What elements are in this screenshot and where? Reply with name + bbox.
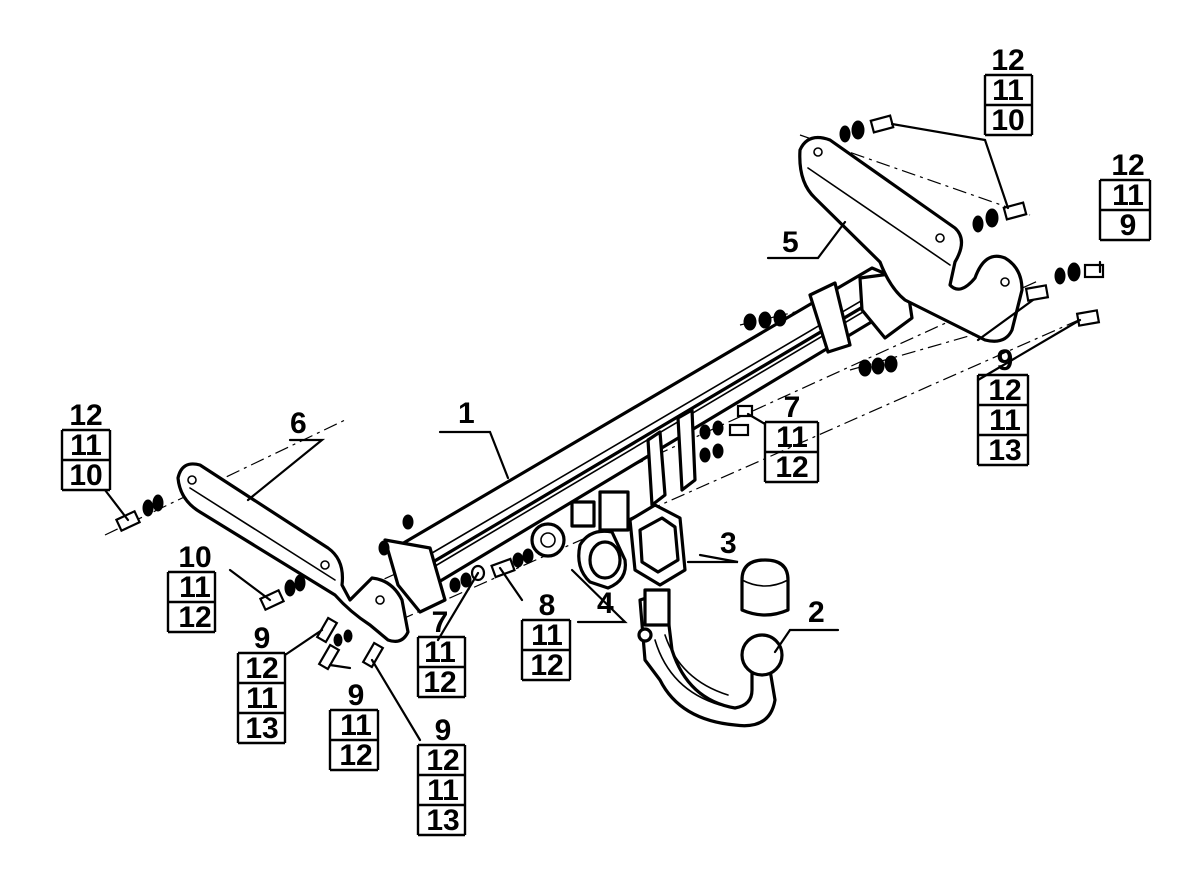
stack_l-item-1: 11 (70, 429, 102, 462)
stack_l2-item-1: 11 (179, 571, 211, 604)
stack_b3-item-1: 12 (426, 744, 459, 777)
stack_b3-item-2: 11 (427, 774, 459, 807)
callout-4: 4 (597, 587, 614, 620)
stack_b7-item-2: 12 (423, 666, 456, 699)
callout-6: 6 (290, 407, 307, 440)
stack_r9-item-2: 11 (989, 404, 1021, 437)
stack_b7-item-0: 7 (432, 606, 449, 639)
stack_l-item-2: 10 (69, 459, 102, 492)
stack_r9-item-0: 9 (997, 344, 1014, 377)
stack_b2-item-2: 12 (339, 739, 372, 772)
fasteners (114, 114, 1105, 671)
callout-3: 3 (720, 527, 737, 560)
stack_b8-item-0: 8 (539, 589, 556, 622)
stack_r7-item-0: 7 (784, 391, 801, 424)
stack_b7-item-1: 11 (424, 636, 456, 669)
stack_l-item-0: 12 (69, 399, 102, 432)
stack_tr1-item-2: 10 (991, 104, 1024, 137)
stack_r7-item-2: 12 (775, 451, 808, 484)
stack_tr2-item-1: 11 (1112, 179, 1144, 212)
label-stacks: 1211101211991211137111212111010111291211… (60, 44, 1152, 837)
stack_tr1-item-1: 11 (992, 74, 1024, 107)
stack_b1-item-0: 9 (254, 622, 271, 655)
electrical-socket (530, 500, 627, 590)
stack_l2-item-2: 12 (178, 601, 211, 634)
callouts: 1 2 3 4 5 6 (290, 226, 825, 629)
stack_b1-item-1: 12 (245, 652, 278, 685)
right-side-bracket (798, 136, 1024, 343)
callout-2: 2 (808, 596, 825, 629)
stack_r9-item-3: 13 (988, 434, 1021, 467)
tow-ball-cap (740, 558, 790, 617)
callout-5: 5 (782, 226, 799, 259)
stack_r9-item-1: 12 (988, 374, 1021, 407)
hitch-receiver (598, 490, 687, 587)
stack_tr2-item-2: 9 (1120, 209, 1137, 242)
stack_b2-item-1: 11 (340, 709, 372, 742)
stack_tr2-item-0: 12 (1111, 149, 1144, 182)
stack_b2-item-0: 9 (348, 679, 365, 712)
stack_r7-item-1: 11 (776, 421, 808, 454)
stack_b3-item-0: 9 (435, 714, 452, 747)
left-side-bracket (176, 462, 410, 643)
stack_b1-item-2: 11 (246, 682, 278, 715)
stack_l2-item-0: 10 (178, 541, 211, 574)
stack_b8-item-1: 11 (531, 619, 563, 652)
stack_tr1-item-0: 12 (991, 44, 1024, 77)
stack_b3-item-3: 13 (426, 804, 459, 837)
stack_b8-item-2: 12 (530, 649, 563, 682)
callout-1: 1 (458, 397, 475, 430)
stack_b1-item-3: 13 (245, 712, 278, 745)
tow-ball-neck (637, 588, 784, 728)
leader-lines (103, 122, 1102, 742)
